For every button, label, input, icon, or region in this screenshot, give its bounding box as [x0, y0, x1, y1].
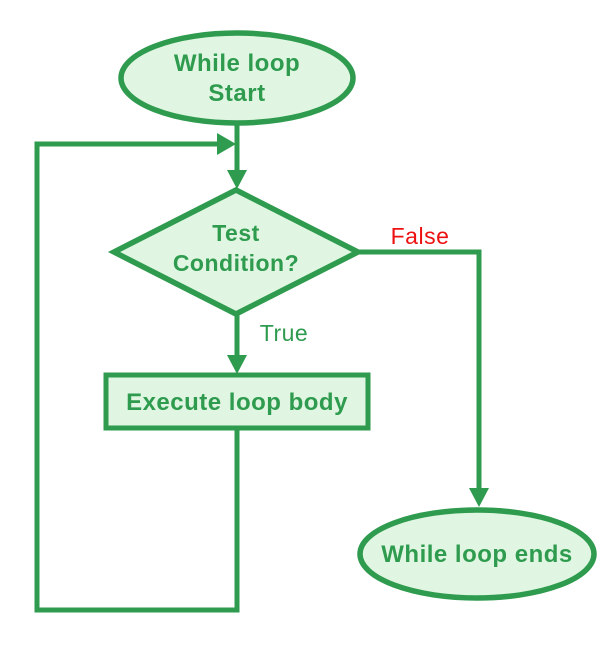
end-node [357, 507, 597, 601]
body-node [103, 372, 371, 431]
arrowhead-into-end [469, 488, 489, 507]
body-node-label: Execute loop body [126, 389, 348, 416]
arrowhead-loopback-junction [217, 133, 236, 155]
condition-node-label-line2: Condition? [173, 250, 299, 276]
end-node-label: While loop ends [381, 541, 573, 568]
start-node-label-line2: Start [208, 80, 265, 107]
start-node-label-line1: While loop [174, 50, 300, 77]
condition-node-label-line1: Test [212, 220, 260, 246]
edge-false-to-end [358, 249, 482, 490]
start-node [118, 30, 356, 126]
arrowhead-into-condition [227, 170, 247, 189]
edge-loopback [34, 141, 240, 613]
arrowhead-into-body [227, 355, 247, 374]
true-edge-label: True [260, 320, 308, 346]
condition-node [107, 186, 365, 318]
false-edge-label: False [391, 223, 450, 249]
